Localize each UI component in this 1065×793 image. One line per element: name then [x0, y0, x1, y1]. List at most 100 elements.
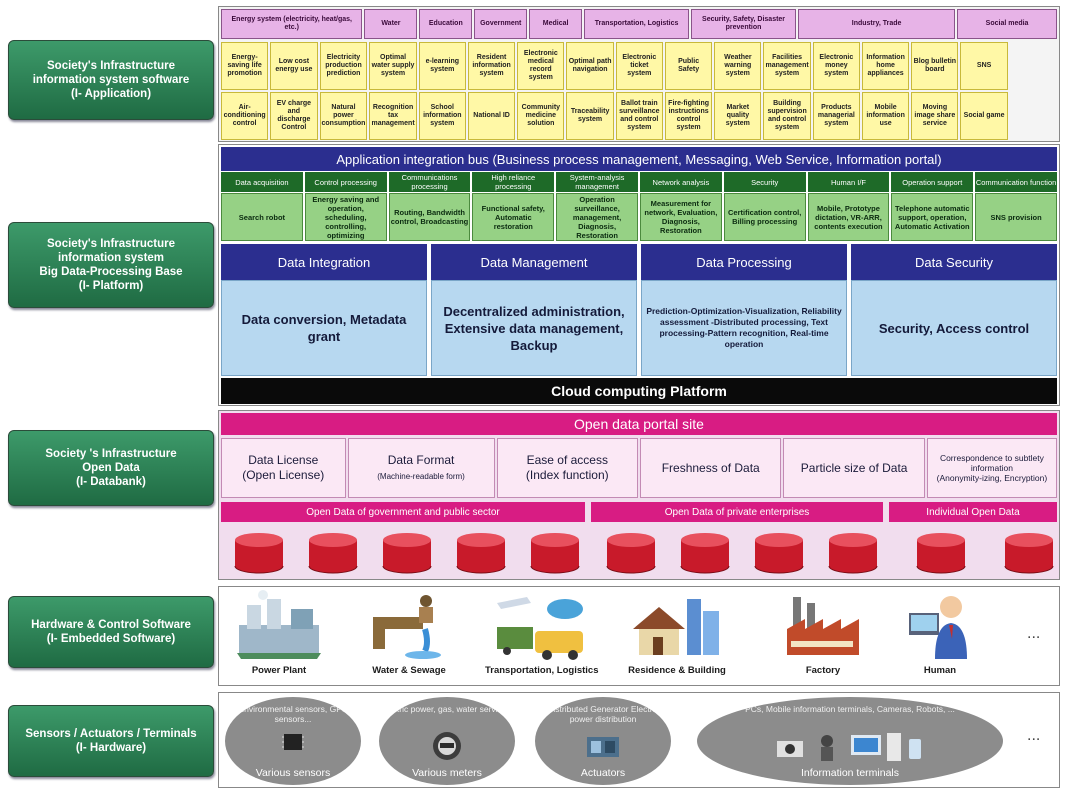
- application-system: [1010, 42, 1057, 90]
- application-system: [1010, 92, 1057, 140]
- database-area: [221, 524, 1057, 578]
- application-system: Weather warning system: [714, 42, 762, 90]
- database-icon: [234, 533, 284, 574]
- layer-label-line: information system software: [32, 74, 190, 86]
- application-system: EV charge and discharge Control: [270, 92, 318, 140]
- hardware-bottom-text: Various meters: [412, 767, 482, 779]
- big-data-head: Data Integration: [221, 244, 427, 280]
- application-system: Community medicine solution: [517, 92, 565, 140]
- category-education: Education: [419, 9, 473, 39]
- application-system: Products managerial system: [812, 92, 860, 140]
- water-faucet-icon: [373, 595, 441, 659]
- application-system: Optimal water supply system: [369, 42, 417, 90]
- feature-particle-size: Particle size of Data: [783, 438, 925, 498]
- middleware-body: Energy saving and operation, scheduling,…: [304, 193, 387, 241]
- embedded-label: Factory: [805, 665, 841, 676]
- embedded-label: Transportation, Logistics: [485, 665, 599, 676]
- sensor-chip-icon: [282, 734, 304, 750]
- big-data-body: Prediction-Optimization-Visualization, R…: [641, 280, 847, 376]
- hardware-more: ...: [1027, 727, 1041, 744]
- embedded-label: Power Plant: [251, 665, 307, 676]
- embedded-transportation: Transportation, Logistics: [485, 589, 599, 676]
- source-individual: Individual Open Data: [889, 502, 1057, 522]
- middleware-head: Data acquisition: [221, 172, 303, 192]
- hardware-bottom-text: Various sensors: [255, 767, 331, 779]
- layer-label-line: Big Data-Processing Base: [39, 266, 183, 278]
- application-system: Building supervision and control system: [763, 92, 811, 140]
- layer-label-line: Society's Infrastructure: [47, 238, 175, 250]
- human-icon: [909, 596, 967, 659]
- terminals-icon: [777, 733, 921, 761]
- middleware-body: Search robot: [221, 193, 303, 241]
- feature-sub: (Open License): [242, 468, 325, 482]
- application-system: Energy-saving life promotion: [221, 42, 269, 90]
- application-system: School information system: [418, 92, 466, 140]
- hardware-top-text: Electric power, gas, water service...: [380, 704, 514, 714]
- layer-label-line: Sensors / Actuators / Terminals: [25, 728, 197, 740]
- middleware-head: High reliance processing: [472, 172, 555, 192]
- database-icon: [1004, 533, 1054, 574]
- big-data-body: Decentralized administration, Extensive …: [431, 280, 637, 376]
- application-system: Electronic money system: [812, 42, 860, 90]
- layer-label-line: (I- Hardware): [75, 742, 147, 754]
- big-data-body: Security, Access control: [851, 280, 1057, 376]
- category-energy: Energy system (electricity, heat/gas, et…: [221, 9, 363, 39]
- database-icon: [308, 533, 358, 574]
- layer-label-platform: Society's Infrastructure information sys…: [8, 222, 214, 308]
- application-layer: Energy system (electricity, heat/gas, et…: [218, 6, 1060, 142]
- power-plant-icon: [237, 590, 321, 659]
- middleware-body: Certification control, Billing processin…: [723, 193, 806, 241]
- embedded-layer: Power Plant Water & Sewage Transportatio…: [218, 586, 1060, 686]
- transportation-icon: [496, 597, 583, 660]
- application-system: Natural power consumption: [319, 92, 368, 140]
- application-system: Electronic ticket system: [615, 42, 663, 90]
- feature-main: Data License: [248, 453, 319, 467]
- layer-label-databank: Society 's Infrastructure Open Data (I- …: [8, 430, 214, 506]
- feature-data-license: Data License(Open License): [221, 438, 346, 498]
- layer-label-line: (I- Embedded Software): [46, 633, 176, 645]
- embedded-power-plant: Power Plant: [233, 589, 325, 676]
- hardware-bottom-text: Information terminals: [800, 767, 900, 779]
- application-system: Blog bulletin board: [911, 42, 959, 90]
- big-data-row: Data Integration Data conversion, Metada…: [221, 244, 1057, 376]
- middleware-head: Communications processing: [388, 172, 471, 192]
- layer-label-line: Society 's Infrastructure: [45, 448, 177, 460]
- layer-label-line: Open Data: [82, 462, 140, 474]
- source-government: Open Data of government and public secto…: [221, 502, 585, 522]
- middleware-head: System-analysis management: [556, 172, 638, 192]
- feature-subtlety-information: Correspondence to subtlety information(A…: [926, 438, 1057, 498]
- hardware-bottom-text: Actuators: [580, 767, 626, 779]
- open-data-source-row: Open Data of government and public secto…: [221, 502, 1057, 522]
- factory-icon: [787, 597, 859, 655]
- embedded-factory: Factory: [781, 589, 865, 676]
- platform-layer: Application integration bus (Business pr…: [218, 144, 1060, 406]
- middleware-head: Communication function: [975, 172, 1057, 192]
- hardware-top-text: PCs, Mobile information terminals, Camer…: [745, 704, 955, 714]
- application-system: Information home appliances: [861, 42, 910, 90]
- database-icon: [680, 533, 730, 574]
- embedded-human: Human: [905, 589, 975, 676]
- category-government: Government: [474, 9, 528, 39]
- embedded-label: Water & Sewage: [372, 665, 446, 676]
- middleware-body: Operation surveillance, management, Diag…: [556, 193, 638, 241]
- layer-label-hardware: Sensors / Actuators / Terminals (I- Hard…: [8, 705, 214, 777]
- application-integration-bus: Application integration bus (Business pr…: [221, 147, 1057, 171]
- middleware-body: Routing, Bandwidth control, Broadcasting: [388, 193, 471, 241]
- hardware-layer: Environmental sensors, GPS sensors... Va…: [218, 692, 1060, 788]
- open-data-feature-row: Data License(Open License) Data Format(M…: [221, 438, 1057, 498]
- meter-icon: [433, 732, 461, 760]
- application-system: Fire-fighting instructions control syste…: [664, 92, 713, 140]
- application-system: Optimal path navigation: [566, 42, 614, 90]
- middleware-head: Control processing: [304, 172, 387, 192]
- database-icon: [916, 533, 966, 574]
- application-system: Market quality system: [714, 92, 762, 140]
- feature-sub: (Anonymity-izing, Encryption): [936, 473, 1048, 483]
- generator-icon: [587, 737, 619, 757]
- big-data-head: Data Processing: [641, 244, 847, 280]
- application-system: e-learning system: [418, 42, 466, 90]
- application-system: Low cost energy use: [270, 42, 318, 90]
- embedded-label: Human: [923, 665, 957, 676]
- embedded-label: Residence & Building: [628, 665, 726, 676]
- layer-label-line: Society's Infrastructure: [47, 60, 175, 72]
